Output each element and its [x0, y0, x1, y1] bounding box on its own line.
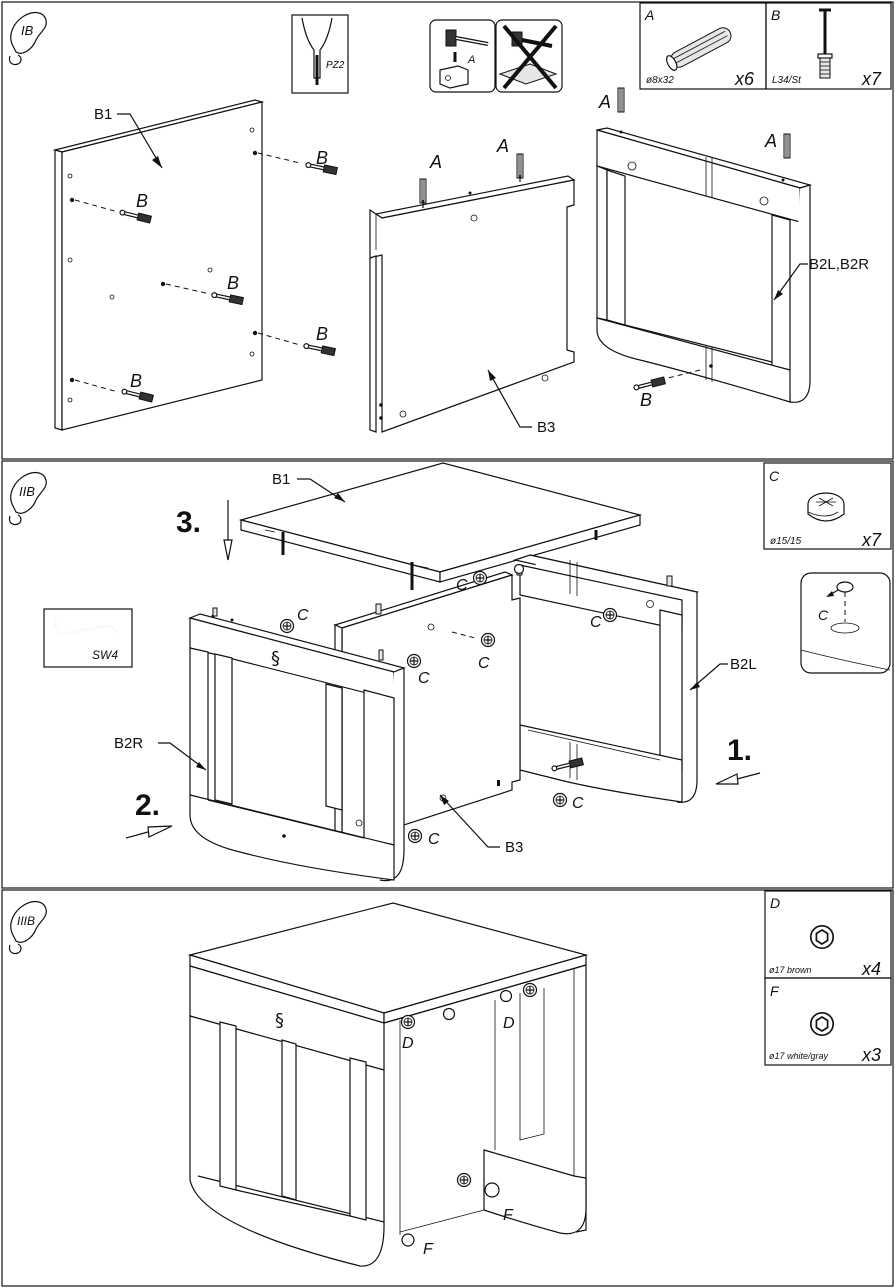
cam-lock-icon: [807, 492, 845, 522]
panel-b3-assembly: [333, 571, 521, 846]
svg-text:C: C: [297, 607, 309, 624]
assembled-cabinet: §: [187, 902, 589, 1267]
svg-text:F: F: [423, 1241, 434, 1258]
cover-cap-icon: [809, 1011, 835, 1037]
svg-text:D: D: [503, 1015, 515, 1032]
footprint-icon: [8, 11, 47, 66]
panel-b3-label: B3: [505, 839, 523, 856]
step-iib-frame: [1, 460, 894, 889]
part-b-spec: L34/St: [772, 75, 802, 86]
panel-b2l: [512, 554, 700, 803]
part-d-qty: x4: [861, 959, 881, 979]
step-badge: IIIB: [17, 914, 35, 928]
svg-text:C: C: [478, 655, 490, 672]
step-iiib-frame: [1, 889, 894, 1287]
part-c-qty: x7: [861, 530, 882, 550]
arrow-right-icon: [125, 825, 173, 839]
panel-b2lr-label: B2L,B2R: [809, 256, 869, 273]
cover-cap-icon: [809, 924, 835, 950]
svg-text:B: B: [316, 324, 328, 344]
svg-text:C: C: [418, 670, 430, 687]
part-d-letter: D: [770, 895, 780, 911]
part-a-spec: ø8x32: [646, 75, 674, 86]
svg-text:B: B: [130, 371, 142, 391]
arrow-down-icon: [223, 500, 233, 561]
hammer-icon: [445, 29, 489, 47]
svg-text:A: A: [496, 136, 509, 156]
hex-key-spec: SW4: [92, 648, 118, 662]
part-a-letter: A: [644, 7, 654, 23]
part-c-spec: ø15/15: [770, 536, 802, 547]
connector-bolts-b1: B B B B B: [74, 148, 340, 405]
hex-key-icon: [54, 619, 117, 635]
panel-b2r-label: B2R: [114, 735, 143, 752]
panel-b2r: §: [188, 607, 406, 882]
part-c-letter: C: [769, 468, 780, 484]
arrow-left-icon: [715, 772, 761, 785]
svg-text:B: B: [227, 273, 239, 293]
step-order-1: 1.: [727, 734, 752, 767]
screwdriver-tool-box: PZ2: [291, 14, 349, 94]
svg-text:B: B: [316, 148, 328, 168]
svg-text:C: C: [572, 795, 584, 812]
svg-text:B: B: [136, 191, 148, 211]
wooden-dowel-icon: [665, 27, 732, 71]
step-badge: IB: [21, 23, 34, 38]
part-b-letter: B: [771, 7, 780, 23]
svg-text:C: C: [818, 607, 829, 623]
svg-text:§: §: [271, 648, 280, 669]
panel-b1-top: [238, 462, 643, 590]
cam-insert-detail: C: [800, 572, 891, 674]
step-ib-frame: [1, 1, 894, 460]
svg-text:F: F: [503, 1207, 514, 1224]
cam-locks: C C C C C C C: [279, 563, 618, 848]
part-f-letter: F: [770, 983, 780, 999]
svg-text:C: C: [456, 577, 468, 594]
part-b-box: B L34/St x7: [765, 2, 892, 90]
svg-text:A: A: [598, 92, 611, 112]
part-d-box: D ø17 brown x4: [764, 890, 892, 979]
hex-key-box: SW4: [43, 608, 133, 668]
part-f-spec: ø17 white/gray: [769, 1051, 829, 1061]
part-a-box: A ø8x32 x6: [639, 2, 767, 90]
svg-text:C: C: [590, 614, 602, 631]
svg-text:D: D: [402, 1035, 414, 1052]
svg-text:§: §: [275, 1010, 284, 1031]
part-a-qty: x6: [734, 69, 755, 89]
step-iiib: IIIB D ø17 brown x4 F ø17 white/gray x3: [8, 890, 892, 1267]
panel-b1: [52, 99, 265, 431]
svg-text:B: B: [640, 390, 652, 410]
part-f-box: F ø17 white/gray x3: [764, 977, 892, 1066]
hammer-instruction: A: [429, 19, 563, 93]
panel-b1-label: B1: [94, 106, 112, 123]
screwdriver-icon: [301, 17, 333, 85]
panel-b3: [369, 153, 576, 433]
svg-text:C: C: [428, 831, 440, 848]
svg-text:A: A: [764, 131, 777, 151]
svg-text:A: A: [429, 152, 442, 172]
step-order-2: 2.: [135, 789, 160, 822]
panel-b1-label: B1: [272, 471, 290, 488]
step-iib: IIB C ø15/15 x7 C: [8, 462, 892, 882]
step-order-3: 3.: [176, 506, 201, 539]
dowel-part-letter: A: [467, 54, 475, 66]
panel-b2-frame: [596, 87, 813, 403]
part-b-qty: x7: [861, 69, 882, 89]
step-badge: IIB: [19, 484, 35, 499]
part-d-spec: ø17 brown: [769, 965, 812, 975]
part-c-box: C ø15/15 x7: [763, 462, 892, 550]
screwdriver-spec: PZ2: [326, 60, 345, 71]
connector-bolt-icon: [817, 8, 833, 79]
part-f-qty: x3: [861, 1045, 881, 1065]
panel-b2l-label: B2L: [730, 656, 757, 673]
step-ib: IB PZ2 A: [8, 2, 892, 436]
panel-b3-label: B3: [537, 419, 555, 436]
